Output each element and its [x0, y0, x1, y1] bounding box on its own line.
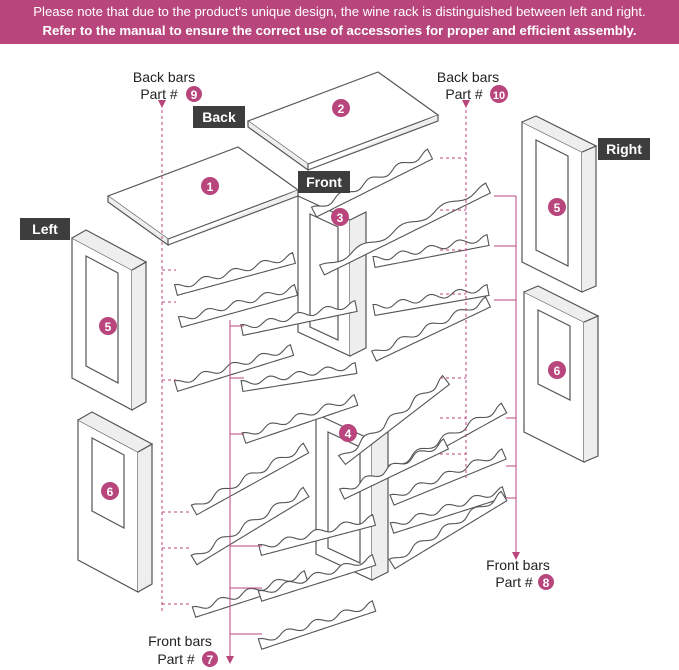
- wine-bar: [389, 486, 507, 534]
- part-circle-6-right: 6: [548, 361, 566, 379]
- notice-line-2: Refer to the manual to ensure the correc…: [42, 23, 637, 38]
- wine-bar: [257, 554, 377, 602]
- wine-bar: [372, 233, 490, 269]
- svg-text:6: 6: [554, 364, 561, 378]
- svg-text:2: 2: [338, 102, 345, 116]
- wine-bar: [257, 599, 377, 650]
- callout-back-bars-9: Back bars Part # 9: [133, 69, 202, 102]
- part-circle-2: 2: [332, 99, 350, 117]
- svg-text:6: 6: [107, 485, 114, 499]
- front-tag: Front: [298, 171, 350, 193]
- part-circle-3: 3: [331, 208, 349, 226]
- svg-text:Right: Right: [606, 141, 642, 157]
- callout-front-bars-7: Front bars Part # 7: [148, 633, 218, 667]
- callout-back-bars-10: Back bars Part # 10: [437, 69, 508, 103]
- svg-text:Part #: Part #: [140, 86, 178, 102]
- svg-text:3: 3: [337, 211, 344, 225]
- part-circle-1: 1: [201, 177, 219, 195]
- wine-bar: [338, 438, 450, 500]
- wine-bar: [177, 283, 299, 328]
- wine-bar: [190, 442, 310, 516]
- wine-bar: [191, 570, 309, 618]
- svg-text:1: 1: [207, 180, 214, 194]
- wine-bar: [318, 182, 492, 276]
- wine-bar: [370, 296, 492, 362]
- wine-bar: [240, 361, 358, 393]
- svg-text:Back bars: Back bars: [133, 69, 195, 85]
- top-board-2: [246, 71, 440, 172]
- wine-bar: [257, 513, 377, 556]
- svg-text:9: 9: [191, 88, 198, 102]
- svg-text:8: 8: [543, 576, 550, 590]
- svg-text:5: 5: [105, 320, 112, 334]
- svg-text:Part #: Part #: [495, 574, 533, 590]
- part-circle-5-right: 5: [548, 198, 566, 216]
- left-tag: Left: [20, 218, 70, 240]
- svg-text:Back: Back: [202, 109, 236, 125]
- wine-bar: [372, 283, 490, 317]
- wine-bar: [173, 343, 295, 392]
- wine-bars: [173, 148, 508, 650]
- right-tag: Right: [598, 138, 650, 160]
- wine-bar: [190, 486, 310, 566]
- svg-text:4: 4: [345, 427, 352, 441]
- wine-bar: [389, 448, 507, 506]
- part-circle-5-left: 5: [99, 317, 117, 335]
- svg-text:7: 7: [207, 653, 214, 667]
- svg-text:Part #: Part #: [445, 86, 483, 102]
- wine-bar: [241, 393, 359, 444]
- callout-front-bars-8: Front bars Part # 8: [486, 557, 554, 590]
- svg-text:Left: Left: [32, 221, 58, 237]
- svg-text:Front: Front: [306, 174, 342, 190]
- svg-text:5: 5: [554, 201, 561, 215]
- part-circle-4: 4: [339, 424, 357, 442]
- back-tag: Back: [193, 106, 245, 128]
- wine-bar: [337, 374, 451, 466]
- part-circle-6-left: 6: [101, 482, 119, 500]
- top-board-1: [106, 146, 300, 247]
- wine-bar: [388, 490, 508, 570]
- svg-text:Front bars: Front bars: [148, 633, 212, 649]
- svg-text:Back bars: Back bars: [437, 69, 499, 85]
- wine-bar: [173, 251, 297, 296]
- left-side-panel-6: [77, 411, 154, 593]
- wine-bar: [240, 299, 358, 337]
- guide-lines: [158, 100, 520, 664]
- svg-text:Part #: Part #: [157, 651, 195, 667]
- notice-banner: Please note that due to the product's un…: [0, 0, 679, 44]
- notice-line-1: Please note that due to the product's un…: [33, 4, 646, 19]
- svg-text:10: 10: [493, 90, 505, 102]
- wine-bar: [310, 148, 434, 218]
- svg-text:Front bars: Front bars: [486, 557, 550, 573]
